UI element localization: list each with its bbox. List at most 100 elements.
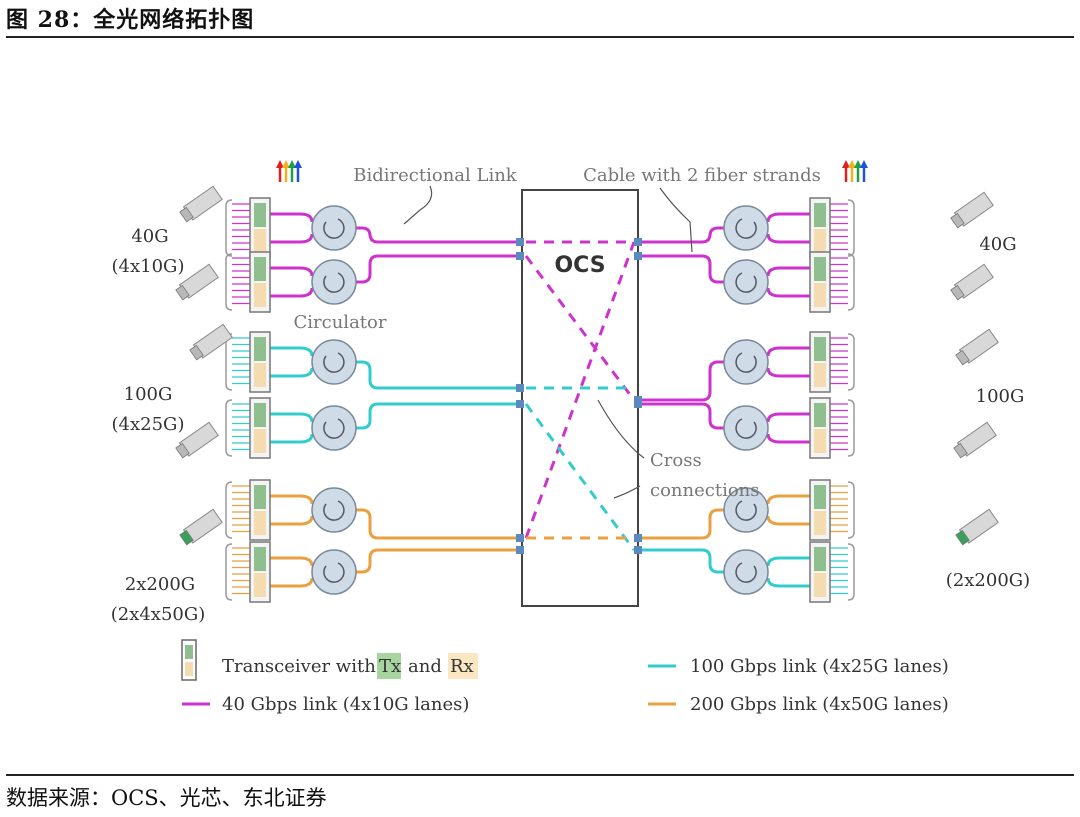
left-circulator	[311, 205, 357, 251]
left-trunk	[356, 254, 522, 284]
left-trunk	[356, 402, 522, 430]
left-circulator-arrow	[323, 418, 345, 439]
right-bracket	[847, 333, 855, 391]
right-wavelength-arrows-head	[842, 160, 850, 168]
link-lines	[270, 212, 810, 588]
left-tx	[254, 403, 266, 427]
right-group-2-speed: 100G	[976, 386, 1025, 407]
left-fiber-rx	[270, 433, 314, 444]
legend-tx-text: Tx	[379, 656, 401, 677]
left-trunk	[356, 360, 522, 390]
left-fiber-rx	[270, 233, 314, 244]
source-note: 数据来源：OCS、光芯、东北证券	[6, 786, 327, 810]
left-tx	[254, 257, 266, 281]
right-circulator	[723, 487, 769, 533]
left-module-3	[189, 323, 233, 361]
ocs-port-right	[634, 546, 642, 554]
left-bracket	[225, 253, 233, 311]
ocs-port-right	[634, 400, 642, 408]
ocs-port-left	[516, 400, 524, 408]
left-rx	[254, 283, 266, 307]
left-circulator	[311, 487, 357, 533]
left-wavelength-arrows-head	[282, 160, 290, 168]
right-fiber-tx	[766, 494, 810, 505]
legend: Transceiver with Tx and Rx 40 Gbps link …	[181, 639, 949, 715]
bidirectional-link-label: Bidirectional Link	[353, 165, 518, 186]
ocs-port-left	[516, 384, 524, 392]
ocs-port-left	[516, 534, 524, 542]
right-module-1	[950, 191, 994, 229]
left-tx	[254, 337, 266, 361]
right-module-5	[955, 508, 999, 546]
left-circulator-arrow	[323, 218, 345, 239]
left-circulator-arrow	[323, 352, 345, 373]
right-fiber-tx	[766, 412, 810, 423]
right-module-4-latch	[953, 442, 968, 459]
right-circulator-arrow	[735, 218, 757, 239]
figure-title: 图 28：全光网络拓扑图	[6, 7, 255, 33]
ocs-port-left	[516, 546, 524, 554]
right-module-3	[955, 328, 999, 366]
right-bracket	[847, 253, 855, 311]
top-rule	[6, 36, 1074, 38]
left-rx	[254, 229, 266, 253]
right-trunk	[638, 254, 724, 284]
cross-label-1: Cross	[650, 450, 702, 471]
right-bracket	[847, 543, 855, 601]
left-bracket	[225, 543, 233, 601]
right-fiber-tx	[766, 346, 810, 357]
right-trunk	[638, 402, 724, 430]
left-fiber-rx	[270, 287, 314, 298]
legend-rx-swatch	[185, 662, 193, 676]
left-wavelength-arrows-head	[276, 160, 284, 168]
left-circulator	[311, 549, 357, 595]
right-tx	[814, 403, 826, 427]
right-circulator	[723, 259, 769, 305]
cross-connection	[524, 255, 636, 401]
right-module-2	[950, 263, 994, 301]
left-circulator-arrow	[323, 500, 345, 521]
left-module-3-latch	[189, 344, 204, 361]
devices	[175, 160, 999, 603]
right-rx	[814, 429, 826, 453]
left-circulator	[311, 259, 357, 305]
right-module-1-latch	[950, 212, 965, 229]
right-circulator-arrow	[735, 272, 757, 293]
legend-tx-swatch	[185, 645, 193, 659]
left-circulator-arrow	[323, 562, 345, 583]
left-fiber-rx	[270, 515, 314, 526]
right-circulator-arrow	[735, 500, 757, 521]
left-tx	[254, 485, 266, 509]
cross-connection	[524, 241, 636, 539]
left-module-4-latch	[175, 442, 190, 459]
left-fiber-tx	[270, 556, 314, 567]
circulator-label: Circulator	[294, 312, 387, 333]
labels: Bidirectional Link Cable with 2 fiber st…	[111, 165, 1030, 625]
right-module-4	[953, 421, 997, 459]
right-tx	[814, 337, 826, 361]
left-rx	[254, 573, 266, 597]
right-fiber-rx	[766, 577, 810, 588]
cross-pointer-2	[613, 485, 641, 499]
left-group-1-detail: (4x10G)	[112, 256, 185, 277]
right-group-3-speed: (2x200G)	[946, 570, 1030, 591]
right-group-1-speed: 40G	[979, 234, 1016, 255]
right-trunk	[638, 548, 724, 574]
right-fiber-rx	[766, 515, 810, 526]
left-group-3-detail: (2x4x50G)	[111, 604, 206, 625]
legend-and-text: and	[408, 656, 442, 677]
legend-tx-highlight	[377, 653, 401, 679]
cable-pointer	[659, 187, 693, 253]
left-module-2	[175, 263, 219, 301]
right-trunk	[638, 360, 724, 402]
right-fiber-tx	[766, 212, 810, 223]
left-bracket	[225, 199, 233, 257]
legend-200g-label: 200 Gbps link (4x50G lanes)	[690, 694, 949, 715]
left-fiber-tx	[270, 346, 314, 357]
cross-pointer-1	[597, 399, 645, 459]
right-circulator	[723, 205, 769, 251]
right-rx	[814, 511, 826, 535]
right-circulator	[723, 549, 769, 595]
cross-connections	[524, 240, 636, 551]
left-circulator	[311, 405, 357, 451]
